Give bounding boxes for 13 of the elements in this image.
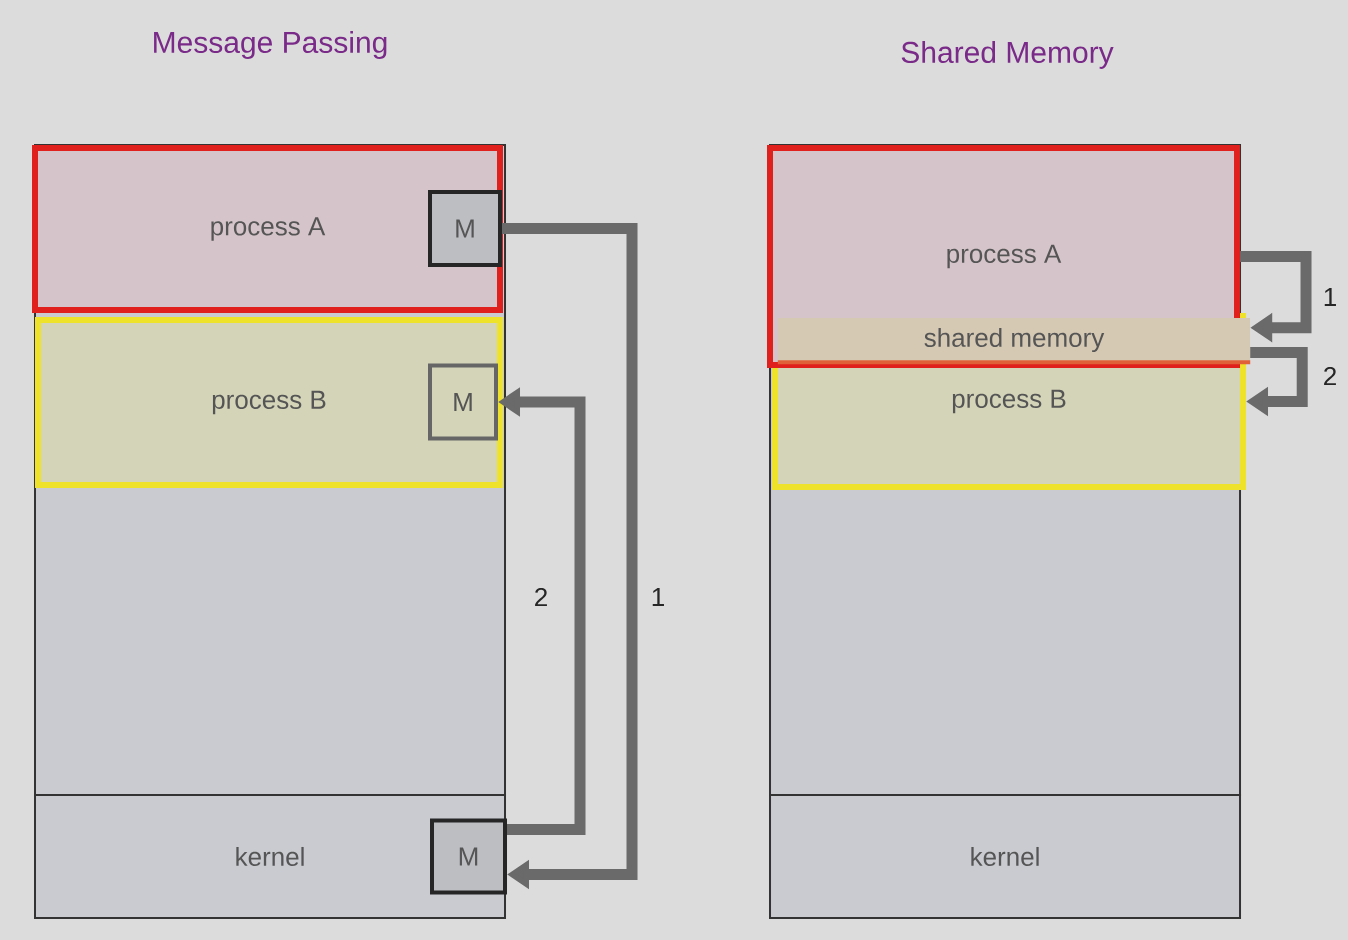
edge-label: 1: [1324, 288, 1336, 306]
message-box: M: [428, 363, 498, 441]
heading: Shared Memory: [901, 41, 1114, 69]
arrow: [1240, 251, 1312, 343]
shared-memory-band: shared memory: [777, 318, 1251, 365]
heading: Message Passing: [154, 31, 387, 59]
message-box: M: [428, 190, 502, 267]
arrow: [502, 223, 638, 890]
edge-label: 2: [1324, 366, 1336, 386]
edge-label: 1: [652, 588, 664, 606]
message-box: M: [430, 818, 507, 895]
kernel-box: kernel: [769, 794, 1241, 919]
edge-label: 2: [535, 587, 547, 607]
